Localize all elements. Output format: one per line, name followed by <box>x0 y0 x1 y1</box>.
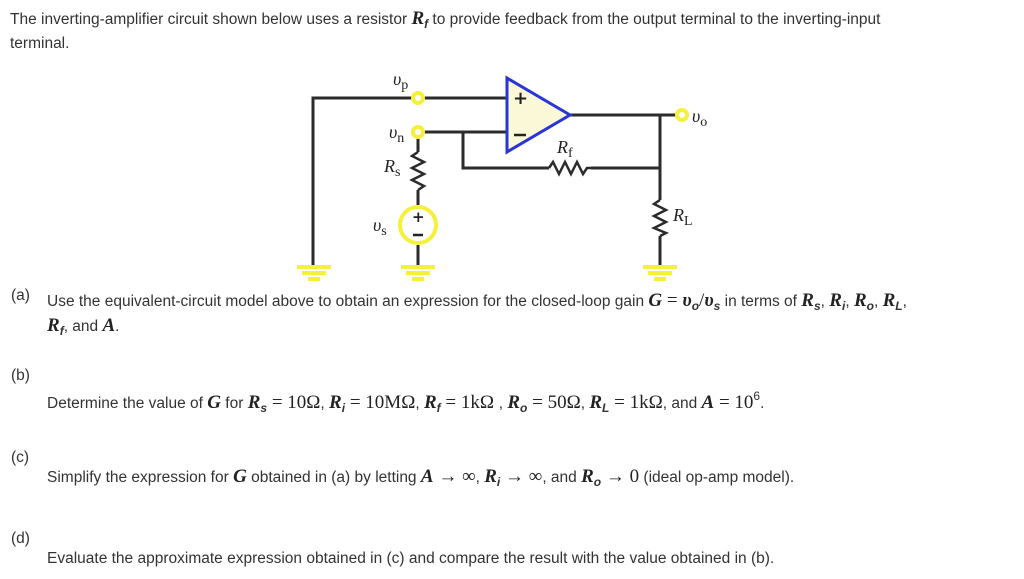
ro-symbol-b: R <box>507 392 521 413</box>
ground-source <box>401 265 435 281</box>
rf-symbol-a: R <box>47 315 60 336</box>
ri-symbol: R <box>829 290 842 311</box>
rs-value: = 10Ω <box>267 392 321 413</box>
voltage-source <box>398 205 438 245</box>
ground-load <box>643 265 677 281</box>
period: . <box>115 318 120 335</box>
gain-symbol-b: G <box>207 392 221 413</box>
rl-symbol: R <box>882 290 896 311</box>
vs-symbol: υ <box>704 290 714 311</box>
for-text: for <box>221 395 248 412</box>
ri-sub-b: i <box>341 401 346 415</box>
rs-sub-b: s <box>260 401 268 415</box>
part-d-line: Evaluate the approximate expression obta… <box>47 550 775 567</box>
opamp-plus-sign: + <box>513 88 528 109</box>
rl-sub: L <box>895 299 903 313</box>
gain-symbol: G <box>648 290 663 311</box>
label-vp: υp <box>393 69 408 93</box>
label-rl: RL <box>672 205 693 229</box>
ro-symbol: R <box>853 290 867 311</box>
rf-subscript: f <box>424 17 429 31</box>
part-b-marker: (b) <box>11 367 30 384</box>
rf-value: = 1kΩ <box>440 392 499 413</box>
label-rs: Rs <box>383 156 400 180</box>
a-exponent: 6 <box>753 389 761 403</box>
vo-symbol: υ <box>682 290 692 311</box>
ri-value: = 10MΩ <box>345 392 416 413</box>
part-c-text: Simplify the expression for <box>47 469 234 486</box>
node-vn <box>411 125 425 139</box>
label-vn: υn <box>389 122 404 146</box>
ri-limit: → ∞ <box>500 466 543 487</box>
opamp-triangle <box>505 75 573 155</box>
vs-sub: s <box>713 299 721 313</box>
part-b-text: Determine the value of <box>47 395 208 412</box>
node-vp <box>411 91 425 105</box>
gain-symbol-c: G <box>233 466 247 487</box>
rf-sub-b: f <box>436 401 441 415</box>
label-vo: υo <box>692 106 707 130</box>
slash: / <box>699 290 705 311</box>
rl-symbol-b: R <box>589 392 603 413</box>
part-b-line: Determine the value of G for Rs = 10Ω, R… <box>47 389 765 415</box>
part-c-text-2: obtained in (a) by letting <box>246 469 421 486</box>
node-vo <box>675 108 689 122</box>
ri-sub-c: i <box>496 475 501 489</box>
ground-left <box>297 265 331 281</box>
ro-value: = 50Ω <box>527 392 581 413</box>
and-text-c: , and <box>542 469 582 486</box>
ri-symbol-c: R <box>484 466 497 487</box>
ri-symbol-b: R <box>329 392 342 413</box>
circuit-diagram: + + υp υn υo Rs Rf RL υs <box>297 69 707 281</box>
part-a-marker: (a) <box>11 287 30 304</box>
ri-sub: i <box>841 299 846 313</box>
a-limit: → ∞ <box>433 466 476 487</box>
intro-line-2: terminal. <box>10 35 70 52</box>
vo-sub: o <box>691 299 700 313</box>
part-c-marker: (c) <box>11 449 30 466</box>
wires <box>311 96 680 266</box>
intro-text: The inverting-amplifier circuit shown be… <box>10 11 412 28</box>
rf-symbol-b: R <box>423 392 437 413</box>
rl-resistor <box>650 198 670 238</box>
a-value: = 10 <box>714 392 754 413</box>
intro-line-1: The inverting-amplifier circuit shown be… <box>10 9 880 34</box>
part-a-line-2: Rf, and A. <box>47 316 119 341</box>
a-symbol-b: A <box>701 392 715 413</box>
part-c-end: (ideal op-amp model). <box>639 469 795 486</box>
wire-vp <box>311 96 507 266</box>
and-text-b: , and <box>662 395 702 412</box>
ro-sub-b: o <box>520 401 528 415</box>
part-a-text: Use the equivalent-circuit model above t… <box>47 293 649 310</box>
and-text: , and <box>63 318 103 335</box>
vs-plus-sign: + <box>412 208 425 226</box>
a-symbol-c: A <box>420 466 434 487</box>
equals-sign: = <box>662 290 683 311</box>
label-rf: Rf <box>556 137 573 161</box>
rf-symbol: R <box>411 8 425 29</box>
rl-sub-b: L <box>602 401 610 415</box>
part-d-marker: (d) <box>11 530 30 547</box>
part-a-line-1: Use the equivalent-circuit model above t… <box>47 290 907 314</box>
rs-symbol: R <box>801 290 814 311</box>
a-symbol: A <box>102 315 116 336</box>
rs-sub: s <box>813 299 821 313</box>
rs-symbol-b: R <box>247 392 261 413</box>
part-a-text-2: in terms of <box>720 293 802 310</box>
ro-limit: → 0 <box>601 466 640 487</box>
rf-sub-a: f <box>59 324 64 338</box>
rl-value: = 1kΩ <box>609 392 663 413</box>
rs-resistor <box>409 150 427 192</box>
ro-symbol-c: R <box>581 466 594 487</box>
period-b: . <box>760 395 765 412</box>
wire-feedback-left <box>461 132 549 170</box>
part-c-line: Simplify the expression for G obtained i… <box>47 466 795 490</box>
label-vs: υs <box>373 215 387 239</box>
ro-sub-c: o <box>593 475 602 489</box>
intro-text-cont: to provide feedback from the output term… <box>428 11 881 28</box>
rf-resistor <box>547 159 591 177</box>
ro-sub: o <box>866 299 874 313</box>
